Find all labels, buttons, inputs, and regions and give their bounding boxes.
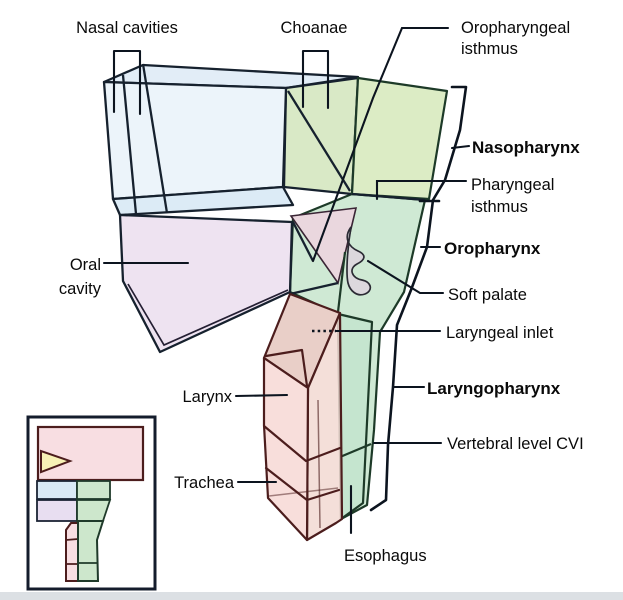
oropharyngeal-arch-line	[291, 221, 315, 262]
hard-palate-strip	[111, 185, 295, 217]
inset-nasal-block	[36, 480, 78, 500]
tracheal-ring-line	[264, 466, 341, 502]
nasal-septum-line-1	[121, 74, 138, 215]
label-trachea: Trachea	[174, 474, 235, 492]
label-pharyngeal-isthmus-line1: Pharyngeal	[471, 176, 554, 194]
oral-cavity-front-face	[118, 213, 294, 354]
nasal-cavities-bracket	[112, 49, 142, 116]
larynx-trachea-front-face	[262, 356, 310, 542]
label-larynx: Larynx	[182, 388, 232, 406]
nasal-cavity-front-face	[102, 80, 288, 201]
label-choanae: Choanae	[281, 19, 348, 37]
nasal-septum-line-2	[141, 63, 169, 214]
label-esophagus: Esophagus	[344, 547, 427, 565]
orientation-inset	[26, 415, 157, 591]
label-nasopharynx: Nasopharynx	[472, 138, 580, 157]
label-laryngopharynx: Laryngopharynx	[427, 379, 561, 398]
inset-larynx-column	[65, 522, 79, 582]
soft-palate-leader	[366, 259, 445, 295]
nasopharynx-panel	[350, 76, 449, 201]
label-laryngeal-inlet: Laryngeal inlet	[446, 324, 554, 342]
label-pharyngeal-isthmus-line2: isthmus	[471, 198, 528, 216]
cvi-level-divider-line	[339, 442, 372, 459]
inset-nasopharynx-block	[76, 480, 111, 500]
label-oral-cavity-line2: cavity	[59, 280, 102, 298]
label-nasal-cavities: Nasal cavities	[76, 19, 178, 37]
soft-palate-shape	[346, 226, 372, 296]
oropharyngeal-isthmus-leader	[311, 26, 450, 263]
inset-esophagus-column	[77, 520, 105, 582]
label-oropharynx: Oropharynx	[444, 239, 541, 258]
pharyngeal-isthmus-level-line	[351, 192, 426, 202]
nasopharynx-back-edge-line	[287, 90, 351, 192]
label-vertebral-level-cvi: Vertebral level CVI	[447, 435, 584, 453]
inset-direction-arrow-icon	[40, 449, 73, 474]
laryngopharynx-fold-line	[336, 251, 347, 313]
footer-strip	[0, 592, 623, 600]
trachea-back-bottom-edge	[268, 487, 339, 497]
inset-oral-block	[36, 499, 78, 522]
label-oropharyngeal-isthmus-line2: isthmus	[461, 40, 518, 58]
choanae-bracket	[301, 49, 330, 110]
leader-lines	[102, 26, 471, 535]
diagram-labels: Nasal cavities Choanae Oropharyngeal ist…	[59, 19, 584, 565]
posterior-pharyngeal-outline	[369, 85, 468, 512]
label-oropharyngeal-isthmus-line1: Oropharyngeal	[461, 19, 570, 37]
pharyngeal-isthmus-leader	[375, 179, 468, 201]
inset-larynx-dividers	[65, 538, 79, 565]
nasopharynx-leader	[450, 144, 471, 150]
tongue-base-face	[289, 207, 358, 285]
trachea-inner-edge-line	[317, 399, 321, 529]
choanae-panel	[282, 76, 360, 196]
label-soft-palate: Soft palate	[448, 286, 527, 304]
cricoid-ring-line	[262, 424, 342, 463]
label-oral-cavity-line1: Oral	[70, 256, 101, 274]
laryngeal-inlet-rim-line	[264, 348, 309, 388]
larynx-leader	[234, 393, 289, 398]
oral-cavity-floor-edge	[127, 283, 289, 347]
inset-head-block	[36, 425, 145, 482]
pharynx-floor-edge-line	[289, 281, 339, 296]
